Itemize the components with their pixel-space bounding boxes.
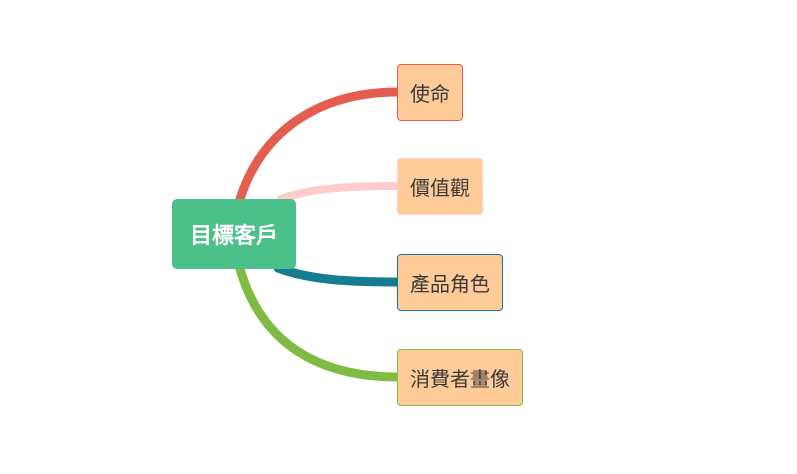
branch-node-product-role[interactable]: 產品角色 xyxy=(397,254,503,311)
branch-node-label: 使命 xyxy=(410,82,450,106)
branch-node-mission[interactable]: 使命 xyxy=(397,64,463,121)
root-node[interactable]: 目標客戶 xyxy=(172,199,296,269)
branch-line-product-role xyxy=(273,263,403,287)
branch-node-label: 產品角色 xyxy=(410,272,490,296)
branch-node-values[interactable]: 價值觀 xyxy=(397,158,483,215)
root-node-label: 目標客戶 xyxy=(189,224,278,249)
branch-line-mission xyxy=(235,87,403,204)
branch-line-values xyxy=(277,182,402,203)
branch-line-consumer-persona xyxy=(235,264,403,382)
branch-node-label: 價值觀 xyxy=(410,176,470,200)
branch-node-consumer-persona[interactable]: 消費者畫像 xyxy=(397,349,523,406)
branch-node-label: 消費者畫像 xyxy=(410,367,510,391)
